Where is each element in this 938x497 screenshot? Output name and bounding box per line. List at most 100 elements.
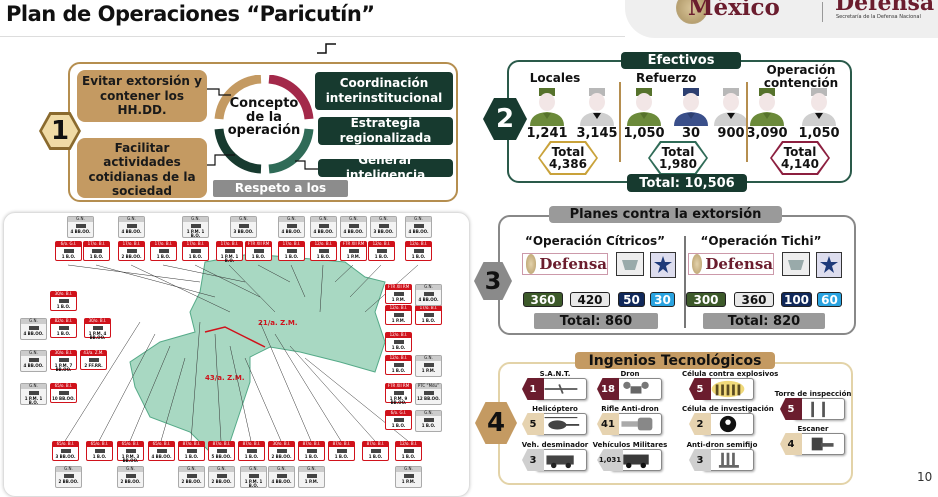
guard-unit-card[interactable]: G.N.1 P.M. — [298, 466, 325, 488]
unit-name: 65/o. B.I. — [87, 442, 112, 447]
military-unit-card[interactable]: 30/o. B.I.1 P.M. 4 BB.OO. — [84, 318, 111, 340]
military-unit-card[interactable]: 12/o. B.I.1 B.O. — [385, 355, 412, 375]
military-unit-card[interactable]: 87/o. B.I.5 BB.OO. — [208, 441, 235, 461]
military-unit-card[interactable]: 65/o. B.I.10 BB.OO. — [50, 383, 77, 403]
tech-image-card — [610, 449, 662, 471]
military-unit-card[interactable]: 12/o. B.I.1 B.O. — [385, 332, 412, 352]
military-unit-card[interactable]: 87/o. B.I.1 B.O. — [328, 441, 355, 461]
unit-strength: 4 BB.OO. — [21, 324, 46, 339]
unit-name: 65/o. B.I. — [53, 442, 78, 447]
agency-count: 360 — [734, 292, 774, 307]
unit-name: 6/o. G.I. — [56, 242, 81, 247]
guard-unit-card[interactable]: G.N.4 BB.OO. — [118, 216, 145, 238]
military-unit-card[interactable]: 82/o. B.I.1 B.O. — [50, 318, 77, 338]
military-unit-card[interactable]: 12/o. B.I.1 B.O. — [368, 241, 395, 261]
military-unit-card[interactable]: 17/o. B.I.2 BB.OO. — [118, 241, 145, 261]
guard-unit-card[interactable]: G.N.4 BB.OO. — [278, 216, 305, 238]
guard-unit-card[interactable]: G.N.1 P.M. — [415, 355, 442, 377]
unit-strength: 1 P.M. — [299, 472, 324, 487]
military-unit-card[interactable]: 17/o. B.I.1 P.M. 1 B.O. — [216, 241, 243, 263]
guard-unit-card[interactable]: G.N.2 BB.OO. — [208, 466, 235, 488]
guard-unit-card[interactable]: G.N.2 BB.OO. — [178, 466, 205, 488]
guard-soldier-icon — [712, 86, 750, 130]
military-unit-card[interactable]: 17/o. B.I.1 B.O. — [415, 305, 442, 325]
military-unit-card[interactable]: 43/a. Z.M.2 FF.RR. — [80, 350, 107, 370]
unit-name: 17/o. B.I. — [217, 242, 242, 247]
military-unit-card[interactable]: 87/o. B.I.1 B.O. — [238, 441, 265, 461]
unit-strength: 1 P.M. 3 BB.OO. — [118, 447, 143, 463]
unit-strength: 1 B.O. — [279, 247, 304, 260]
guard-unit-card[interactable]: G.N.1 P.M. 1 B.O. — [240, 466, 267, 488]
military-unit-card[interactable]: 17/o. B.I.1 B.O. — [150, 241, 177, 261]
unit-name: 82/o. B.I. — [51, 319, 76, 324]
military-unit-card[interactable]: 6/o. G.I.1 B.O. — [385, 410, 412, 430]
guard-unit-card[interactable]: G.N.4 BB.OO. — [405, 216, 432, 238]
guard-unit-card[interactable]: G.N.4 BB.OO. — [268, 466, 295, 488]
military-unit-card[interactable]: 17/o. B.I.1 B.O. — [83, 241, 110, 261]
guard-unit-card[interactable]: G.N.1 P.M. — [395, 466, 422, 488]
guard-unit-card[interactable]: G.N.4 BB.OO. — [340, 216, 367, 238]
unit-strength: 1 B.O. — [51, 297, 76, 310]
guard-unit-card[interactable]: G.N.4 BB.OO. — [20, 350, 47, 372]
military-unit-card[interactable]: 87/o. B.I.1 B.O. — [178, 441, 205, 461]
military-unit-card[interactable]: 30/o. B.I.2 BB.OO. — [268, 441, 295, 461]
guard-unit-card[interactable]: G.N.1 B.O. — [415, 410, 442, 432]
unit-name: G.N. — [56, 467, 81, 472]
unit-strength: 2 BB.OO. — [179, 472, 204, 487]
guard-unit-card[interactable]: G.N.1 P.M. 1 B.O. — [182, 216, 209, 238]
military-unit-card[interactable]: 30/o. B.I.1 P.M. 7 BB.OO. — [50, 350, 77, 372]
guard-unit-card[interactable]: PTC “Mdu”12 BB.OO. — [415, 383, 442, 405]
tech-count: 3 — [522, 449, 544, 471]
unit-name: 87/o. B.I. — [299, 442, 324, 447]
military-unit-card[interactable]: 17/o. B.I.1 B.O. — [182, 241, 209, 261]
military-unit-card[interactable]: 65/o. B.I.1 P.M. 3 BB.OO. — [117, 441, 144, 463]
tech-label: S.A.N.T. — [539, 370, 571, 378]
military-unit-card[interactable]: 12/o. B.I.1 B.O. — [395, 441, 422, 461]
military-unit-card[interactable]: 30/o. B.I.1 B.O. — [50, 291, 77, 311]
unit-strength: 10 BB.OO. — [51, 389, 76, 402]
unit-strength: 1 B.O. — [406, 247, 431, 260]
military-unit-card[interactable]: 65/o. B.I.4 BB.OO. — [148, 441, 175, 461]
unit-name: G.N. — [416, 356, 441, 361]
guard-unit-card[interactable]: G.N.4 BB.OO. — [67, 216, 94, 238]
army-soldier-icon — [625, 86, 663, 130]
military-unit-card[interactable]: 87/o. B.I.1 B.O. — [362, 441, 389, 461]
tech-label: Célula de investigación — [682, 405, 774, 413]
unit-strength: 1 B.O. — [183, 247, 208, 260]
unit-strength: 4 BB.OO. — [279, 222, 304, 237]
guard-unit-card[interactable]: G.N.4 BB.OO. — [20, 318, 47, 340]
connector-line — [162, 264, 246, 283]
guard-unit-card[interactable]: G.N.3 BB.OO. — [370, 216, 397, 238]
concept-center-label: Concepto de la operación — [227, 96, 301, 139]
military-unit-card[interactable]: 65/o. B.I.1 B.O. — [86, 441, 113, 461]
military-unit-card[interactable]: 87/o. B.I.1 B.O. — [298, 441, 325, 461]
small-arrow-icon — [317, 43, 336, 54]
total-value: 4,386 — [549, 157, 587, 171]
guard-unit-card[interactable]: G.N.1 P.M. 1 B.O. — [20, 383, 47, 405]
tech-image-card — [535, 378, 587, 400]
military-unit-card[interactable]: 65/o. B.I.3 BB.OO. — [52, 441, 79, 461]
guard-unit-card[interactable]: G.N.2 BB.OO. — [55, 466, 82, 488]
military-unit-card[interactable]: 17/o. B.I.1 B.O. — [278, 241, 305, 261]
unit-strength: 1 B.O. — [151, 247, 176, 260]
unit-strength: 4 BB.OO. — [341, 222, 366, 237]
guard-unit-card[interactable]: G.N.4 BB.OO. — [415, 284, 442, 306]
tech-count: 41 — [597, 413, 619, 435]
unit-name: 17/o. B.I. — [151, 242, 176, 247]
page-title: Plan de Operaciones “Paricutín” — [6, 2, 375, 26]
guard-unit-card[interactable]: G.N.4 BB.OO. — [310, 216, 337, 238]
unit-strength: 1 P.M. 1 B.O. — [21, 389, 46, 405]
unit-strength: 1 P.M. 1 B.O. — [183, 222, 208, 238]
military-unit-card[interactable]: 12/o. B.I.1 B.O. — [405, 241, 432, 261]
military-unit-card[interactable]: 12/o. B.I.1 B.O. — [310, 241, 337, 261]
unit-strength: 1 P.M. — [396, 472, 421, 487]
guard-unit-card[interactable]: G.N.3 BB.OO. — [230, 216, 257, 238]
unit-strength: 1 B.O. — [386, 416, 411, 429]
guard-unit-card[interactable]: G.N.2 BB.OO. — [117, 466, 144, 488]
military-unit-card[interactable]: 6/o. G.I.1 B.O. — [55, 241, 82, 261]
military-unit-card[interactable]: 12/o. B.I.1 P.M. — [385, 305, 412, 325]
